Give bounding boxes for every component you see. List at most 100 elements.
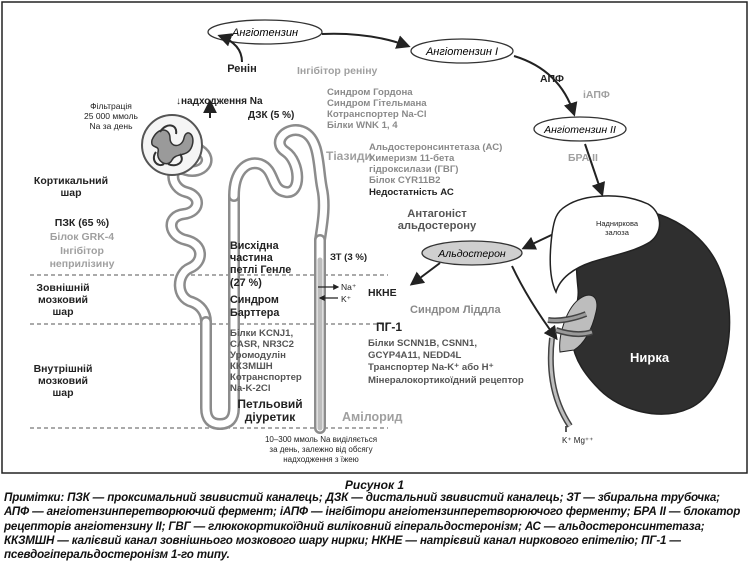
svg-text:неприлізину: неприлізину	[50, 258, 115, 270]
aldo-group: Альдостеронсинтетаза (АС) Химеризм 11-бе…	[369, 142, 502, 186]
svg-text:Зовнішній: Зовнішній	[36, 282, 89, 294]
svg-text:діуретик: діуретик	[245, 410, 297, 424]
pct-items: Білок GRK-4 Інгібітор неприлізину	[50, 231, 115, 270]
thiazides-label: Тіазиди	[326, 149, 372, 163]
svg-text:Антагоніст: Антагоніст	[407, 208, 467, 220]
svg-text:Кортикальний: Кортикальний	[34, 175, 108, 187]
cortical-layer-label: Кортикальний шар	[34, 175, 108, 199]
oval-angiotensin-2	[533, 116, 627, 142]
kidney	[547, 195, 731, 432]
aldosterone-label: Альдостерон	[437, 248, 506, 260]
liddle-label: Синдром Ліддла	[410, 304, 502, 316]
oval-angiotensin-1	[410, 38, 514, 64]
svg-text:Котранспортер Na-Cl: Котранспортер Na-Cl	[327, 109, 427, 120]
oval-aldosterone	[421, 240, 523, 266]
svg-text:надходження з їжею: надходження з їжею	[283, 455, 359, 464]
svg-text:Химеризм 11-бета: Химеризм 11-бета	[369, 153, 455, 164]
pct-label: ПЗК (65 %)	[55, 217, 109, 229]
svg-text:частина: частина	[230, 252, 274, 264]
amiloride-label: Амілорид	[342, 410, 402, 424]
glomerulus	[141, 114, 203, 176]
figure-caption: Рисунок 1	[344, 478, 405, 492]
arrow-renin-up	[217, 33, 243, 63]
arrow-ang1-to-ang2	[513, 55, 578, 117]
svg-text:Транспортер Na-K⁺ або H⁺: Транспортер Na-K⁺ або H⁺	[368, 362, 494, 373]
svg-text:Синдром Гордона: Синдром Гордона	[327, 87, 413, 98]
labels: Ренін Інгібітор реніну АПФ іАПФ БРА II ↓…	[34, 63, 670, 464]
arrow-aldosterone-to-kidney	[511, 265, 558, 341]
svg-text:Барттера: Барттера	[230, 307, 280, 319]
angiotensinogen-label: Ангіотензин	[231, 27, 298, 39]
adrenal-label: Надниркова залоза	[596, 219, 639, 237]
aldo-deficiency-label: Недостатність АС	[369, 187, 454, 198]
svg-text:GCYP4A11, NEDD4L: GCYP4A11, NEDD4L	[368, 350, 461, 361]
svg-text:альдостерону: альдостерону	[398, 220, 477, 232]
ace-label: АПФ	[540, 73, 564, 85]
cd-small-arrows	[318, 284, 340, 301]
svg-text:Внутрішній: Внутрішній	[34, 363, 93, 375]
svg-text:Синдром Гітельмана: Синдром Гітельмана	[327, 98, 427, 109]
svg-text:гідроксилази (ГВГ): гідроксилази (ГВГ)	[369, 164, 458, 175]
svg-text:Na за день: Na за день	[89, 121, 133, 131]
svg-text:Білок CYR11B2: Білок CYR11B2	[369, 175, 441, 186]
bartter-label: Синдром Барттера	[230, 294, 280, 319]
svg-text:шар: шар	[60, 187, 81, 199]
svg-text:Білки SCNN1B, CSNN1,: Білки SCNN1B, CSNN1,	[368, 338, 477, 349]
svg-text:Котранспортер: Котранспортер	[230, 372, 302, 383]
svg-text:ККЗМШН: ККЗМШН	[230, 361, 273, 372]
svg-text:Білки WNK 1, 4: Білки WNK 1, 4	[327, 120, 398, 131]
svg-text:Синдром: Синдром	[230, 294, 279, 306]
renin-inhibitor-label: Інгібітор реніну	[297, 65, 378, 77]
pha1-label: ПГ-1	[376, 320, 402, 334]
svg-text:(27 %): (27 %)	[230, 277, 262, 289]
svg-text:Надниркова: Надниркова	[596, 219, 639, 228]
svg-text:Уромодулін: Уромодулін	[230, 350, 286, 361]
svg-text:Білки KCNJ1,: Білки KCNJ1,	[230, 328, 293, 339]
excretion-label: 10–300 ммоль Na виділяється за день, зал…	[265, 435, 377, 464]
svg-text:мозковий: мозковий	[38, 375, 88, 387]
ace-inhibitor-label: іАПФ	[583, 89, 610, 101]
svg-text:петлі Генле: петлі Генле	[230, 264, 291, 276]
dct-syndromes: Синдром Гордона Синдром Гітельмана Котра…	[327, 87, 427, 131]
figure-frame	[1, 1, 748, 474]
arrow-aldosterone-to-enac	[409, 262, 441, 286]
antagonist-label: Антагоніст альдостерону	[398, 208, 477, 232]
svg-text:Висхідна: Висхідна	[230, 240, 280, 252]
angiotensin-2-label: Ангіотензин II	[543, 124, 616, 136]
na-decrease-label: ↓надходження Na	[176, 96, 263, 107]
arb-label: БРА II	[568, 152, 598, 164]
filtration-label: Фільтрація 25 000 ммоль Na за день	[84, 101, 139, 131]
k-mg-label: K⁺ Mg⁺⁺	[562, 436, 593, 445]
pha1-items: Білки SCNN1B, CSNN1, GCYP4A11, NEDD4L Тр…	[368, 338, 524, 386]
svg-text:25 000 ммоль: 25 000 ммоль	[84, 111, 139, 121]
henle-label: Висхідна частина петлі Генле (27 %)	[230, 240, 291, 289]
svg-text:Петльовий: Петльовий	[237, 397, 302, 411]
svg-text:мозковий: мозковий	[38, 294, 88, 306]
angiotensin-1-label: Ангіотензин I	[425, 46, 498, 58]
svg-text:Фільтрація: Фільтрація	[90, 101, 132, 111]
svg-text:CASR, NR3C2: CASR, NR3C2	[230, 339, 294, 350]
svg-text:Na-K-2Cl: Na-K-2Cl	[230, 383, 271, 394]
oval-angiotensinogen	[207, 19, 323, 45]
renin-label: Ренін	[227, 63, 257, 75]
cd-label: ЗТ (3 %)	[330, 252, 367, 263]
henle-proteins: Білки KCNJ1, CASR, NR3C2 Уромодулін ККЗМ…	[230, 328, 302, 394]
k-plus-label: K⁺	[341, 294, 352, 304]
outer-medulla-label: Зовнішній мозковий шар	[36, 282, 89, 318]
arrow-angiotensinogen-to-ang1	[321, 32, 411, 49]
dct-label: ДЗК (5 %)	[248, 110, 294, 121]
svg-text:Інгібітор: Інгібітор	[60, 245, 104, 257]
svg-text:Альдостеронсинтетаза (АС): Альдостеронсинтетаза (АС)	[369, 142, 502, 153]
svg-text:шар: шар	[52, 306, 73, 318]
na-plus-label: Na⁺	[341, 282, 357, 292]
svg-text:за день, залежно від обсягу: за день, залежно від обсягу	[269, 445, 372, 454]
arrow-ang2-to-adrenal	[584, 143, 606, 197]
kidney-label: Нирка	[630, 350, 670, 365]
adrenal-gland	[549, 195, 661, 295]
loop-diuretic-label: Петльовий діуретик	[237, 397, 302, 424]
svg-text:Білок GRK-4: Білок GRK-4	[50, 231, 114, 243]
figure-notes: Примітки: ПЗК — проксимальний звивистий …	[4, 491, 741, 562]
svg-text:Мінералокортикоїдний рецептор: Мінералокортикоїдний рецептор	[368, 375, 524, 386]
inner-medulla-label: Внутрішній мозковий шар	[34, 363, 93, 399]
